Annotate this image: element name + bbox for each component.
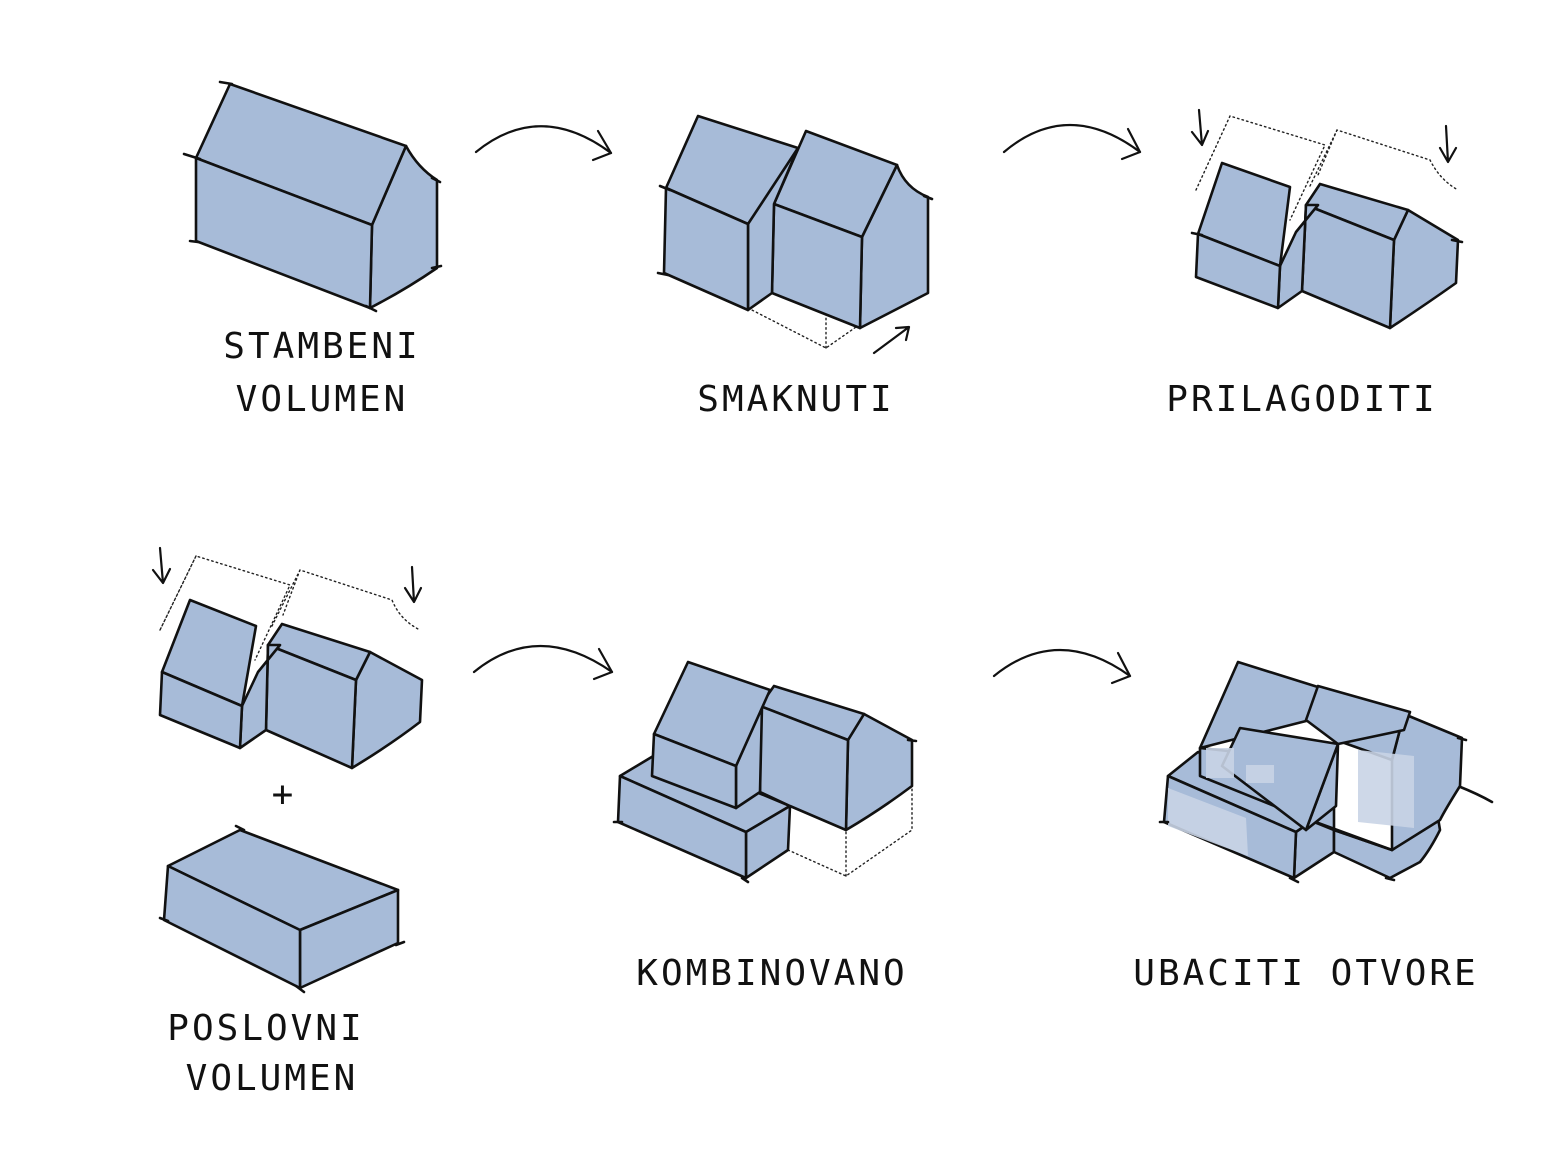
label-poslovni-line2: VOLUMEN (186, 1058, 359, 1099)
plus-sign: + (272, 774, 297, 815)
label-stambeni-line2: VOLUMEN (236, 379, 409, 420)
label-kombinovano: KOMBINOVANO (636, 953, 907, 994)
step-smaknuti (656, 114, 934, 355)
step-kombinovano (612, 660, 918, 884)
step-prilagoditi (1190, 108, 1464, 330)
window-opening (1246, 765, 1274, 783)
label-poslovni-line1: POSLOVNI (167, 1008, 364, 1049)
arrow-step4-to-step5 (472, 645, 614, 681)
arrow-step2-to-step3 (1002, 124, 1142, 161)
window-opening (1358, 750, 1414, 828)
window-opening (1206, 748, 1234, 778)
label-stambeni-line1: STAMBENI (223, 326, 420, 367)
step-ubaciti-otvore (1158, 660, 1494, 884)
label-prilagoditi: PRILAGODITI (1166, 379, 1437, 420)
arrow-step5-to-step6 (992, 649, 1132, 685)
arrow-step1-to-step2 (474, 125, 613, 162)
label-ubaciti-otvore: UBACITI OTVORE (1133, 953, 1478, 994)
step-stambeni-volume (182, 80, 443, 313)
label-smaknuti: SMAKNUTI (697, 379, 894, 420)
window-opening (1168, 788, 1248, 856)
step-poslovni-volume: + (151, 546, 424, 994)
